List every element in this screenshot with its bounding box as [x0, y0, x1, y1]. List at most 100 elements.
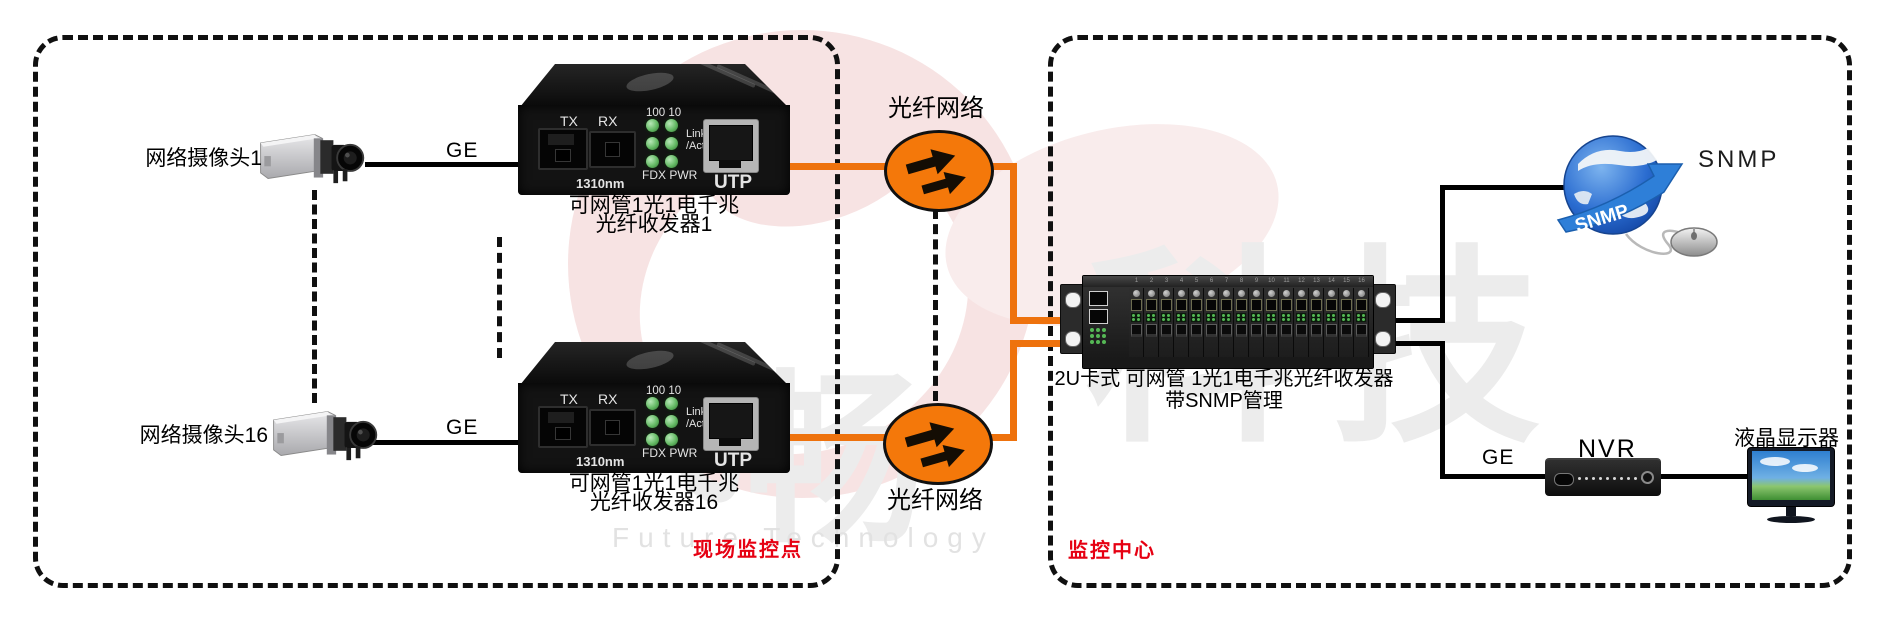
rx-fiber-port [589, 409, 636, 446]
fiber-line-cloud1-elbow-v [1010, 163, 1017, 324]
line-rack-nvr-v [1440, 341, 1445, 479]
converter16-label-line2: 光纤收发器16 [589, 491, 719, 514]
center-zone-label: 监控中心 [1068, 540, 1156, 562]
converter16-front-panel: TX RX 100 10 Link /Act FDX PWR 1310nm U [518, 383, 790, 473]
monitor-stand-base [1767, 516, 1815, 523]
rack-card [1324, 288, 1339, 357]
rack-card [1219, 288, 1234, 357]
speed-led-labels: 100 10 [646, 385, 682, 397]
monitor-screen [1752, 451, 1830, 500]
rack-card [1174, 288, 1189, 357]
nvr-power-button [1641, 471, 1654, 484]
speed-led-labels: 100 10 [646, 107, 682, 119]
dashed-link-converters [497, 237, 502, 358]
converter16-top-face [520, 342, 788, 385]
fiber-line-cloud16-elbow-v [1010, 340, 1017, 441]
rx-fiber-port [589, 131, 636, 168]
snmp-globe-icon: SNMP [1556, 132, 1732, 267]
led-link-act [665, 137, 678, 150]
led-10 [665, 397, 678, 410]
utp-rj45-port [703, 397, 759, 451]
fiber-line-conv1-cloud [786, 163, 886, 170]
nvr-indicator [1554, 473, 1574, 486]
led-100 [646, 119, 659, 132]
monitor-stand-neck [1786, 507, 1796, 516]
converter1-front-panel: TX RX 100 10 Link /Act FDX PWR 1310nm U [518, 105, 790, 195]
utp-label: UTP [714, 450, 752, 471]
rack-card [1309, 288, 1324, 357]
mgmt-rj45-port [1089, 309, 1108, 324]
ge-label-cam16: GE [446, 416, 479, 439]
line-rack-nvr-h1 [1392, 341, 1445, 346]
converter16-label: 可网管1光1电千兆 光纤收发器16 [518, 473, 790, 514]
utp-rj45-port [703, 119, 759, 173]
fiber-cloud-top-icon [884, 130, 994, 212]
rack-slot-area [1129, 288, 1369, 357]
rack-card [1294, 288, 1309, 357]
led-pwr [665, 433, 678, 446]
dashed-link-cameras [312, 190, 317, 403]
line-cam16-conv16 [365, 440, 523, 445]
ge-label-cam1: GE [446, 139, 479, 162]
fiber-cloud-bottom-icon [883, 403, 993, 485]
rx-port-label: RX [598, 391, 618, 407]
status-led-grid [646, 397, 678, 446]
nvr-device [1545, 458, 1661, 496]
led-link-fx [646, 415, 659, 428]
rack-card [1129, 288, 1144, 357]
rack-card [1204, 288, 1219, 357]
tx-fiber-port [538, 406, 588, 448]
tx-port-label: TX [560, 113, 578, 129]
fiber-cloud-top-label: 光纤网络 [888, 95, 984, 122]
led-link-fx [646, 137, 659, 150]
fiber-line-cloud1-rack [1010, 317, 1064, 324]
camera16-label: 网络摄像头16 [139, 424, 268, 447]
brand-logo-icon [624, 347, 676, 373]
led-fdx [646, 155, 659, 168]
rack-management-section [1087, 289, 1125, 357]
line-nvr-monitor [1659, 474, 1752, 479]
camera1-label: 网络摄像头1 [145, 147, 262, 170]
converter1-label-line2: 光纤收发器1 [595, 213, 713, 236]
rack-card [1234, 288, 1249, 357]
mgmt-rj45-port [1089, 291, 1108, 306]
line-rack-snmp-v [1440, 185, 1445, 323]
rack-card [1159, 288, 1174, 357]
wavelength-label: 1310nm [576, 176, 625, 191]
fiber-line-cloud16-rack [1010, 340, 1064, 347]
camera16-icon [268, 403, 380, 470]
mgmt-led-block [1090, 328, 1110, 344]
utp-label: UTP [714, 172, 752, 193]
vent-line-icon [716, 342, 782, 375]
rack-label-line1: 2U卡式 可网管 1光1电千兆光纤收发器 [1054, 368, 1394, 390]
rack-label-line2: 带SNMP管理 [1165, 390, 1283, 412]
led-10 [665, 119, 678, 132]
converter1-top-face [520, 64, 788, 107]
monitor-frame [1747, 447, 1835, 507]
tx-port-label: TX [560, 391, 578, 407]
wavelength-label: 1310nm [576, 454, 625, 469]
converter1-label: 可网管1光1电千兆 光纤收发器1 [518, 195, 790, 236]
rack-card [1189, 288, 1204, 357]
rack-card [1144, 288, 1159, 357]
rack-card [1264, 288, 1279, 357]
led-link-act [665, 415, 678, 428]
fdx-pwr-labels: FDX PWR [642, 168, 698, 182]
vent-line-icon [716, 64, 782, 97]
dashed-link-clouds [933, 209, 938, 401]
rack-bottom-rim [1083, 358, 1373, 368]
nvr-label: NVR [1578, 435, 1637, 463]
converter16-device: TX RX 100 10 Link /Act FDX PWR 1310nm U [518, 340, 790, 475]
status-led-grid [646, 119, 678, 168]
monitor-label: 液晶显示器 [1734, 427, 1839, 450]
converter1-device: TX RX 100 10 Link /Act FDX PWR 1310nm U [518, 62, 790, 197]
line-rack-snmp-h2 [1440, 185, 1571, 190]
led-pwr [665, 155, 678, 168]
fiber-line-conv16-cloud [788, 434, 886, 441]
rack-label: 2U卡式 可网管 1光1电千兆光纤收发器 带SNMP管理 [1044, 368, 1404, 412]
rx-port-label: RX [598, 113, 618, 129]
